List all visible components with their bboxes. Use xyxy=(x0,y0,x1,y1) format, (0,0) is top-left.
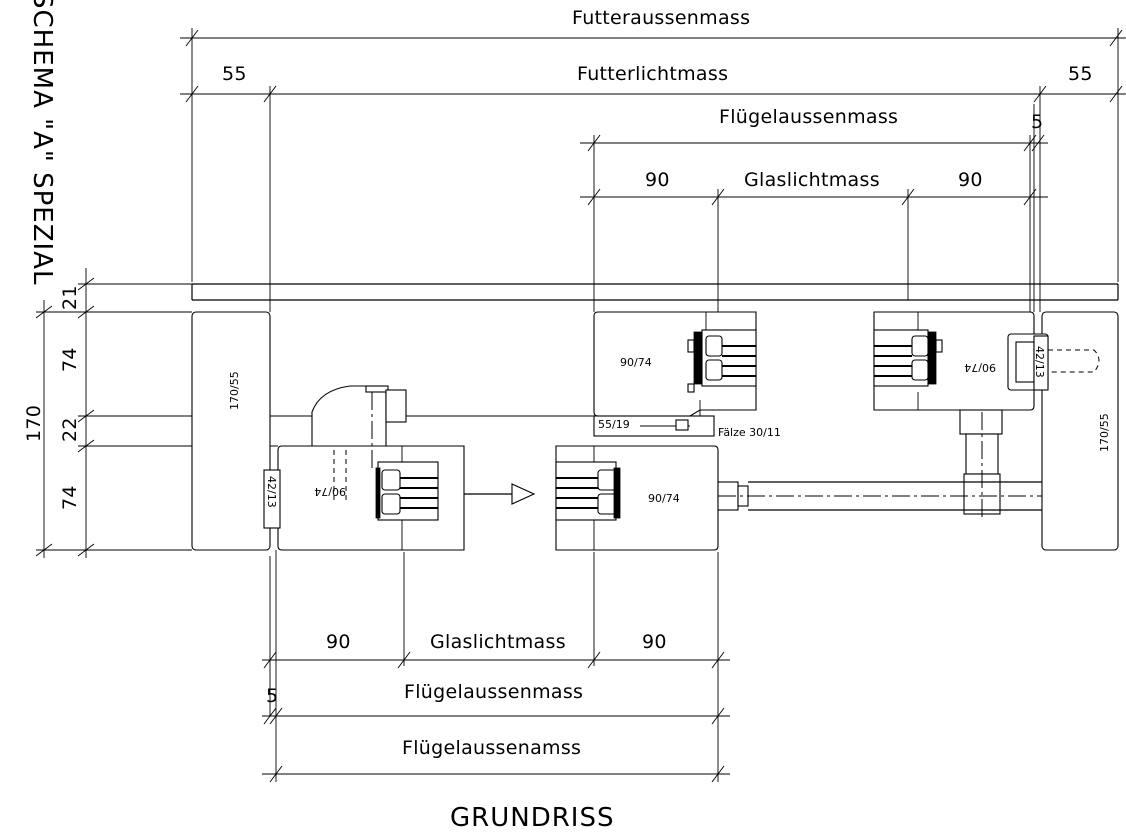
slide-direction-arrow-icon xyxy=(464,483,536,505)
label-sash-bottom-mid: 90/74 xyxy=(648,492,680,505)
dim-bottom-right-90: 90 xyxy=(642,631,667,653)
dim-74-top: 74 xyxy=(59,347,81,372)
dim-right-55: 55 xyxy=(1068,63,1093,85)
sash-bottom-mid xyxy=(555,445,1042,551)
dim-22: 22 xyxy=(59,417,81,442)
bottom-dimension-lines xyxy=(262,550,730,783)
dim-glaslichtmass-bottom: Glaslichtmass xyxy=(430,631,566,653)
sash-top-right xyxy=(873,311,1100,520)
dim-left-55: 55 xyxy=(222,63,247,85)
label-sash-top: 90/74 xyxy=(620,356,652,369)
dim-fluegelaussenmass-bottom: Flügelaussenmass xyxy=(404,681,583,703)
side-title: SCHEMA "A" SPEZIAL xyxy=(27,0,57,285)
frame-post-left xyxy=(191,311,271,551)
dim-top-right-90: 90 xyxy=(958,169,983,191)
sash-top-left xyxy=(593,311,757,417)
dim-glaslichtmass-top: Glaslichtmass xyxy=(744,169,880,191)
dim-170: 170 xyxy=(23,405,45,442)
dim-gap-5-top: 5 xyxy=(1031,111,1043,133)
dim-futterlichtmass: Futterlichtmass xyxy=(577,63,728,85)
dim-top-left-90: 90 xyxy=(645,169,670,191)
dim-74-bottom: 74 xyxy=(59,485,81,510)
top-dimension-lines xyxy=(180,28,1126,312)
label-frame-left: 170/55 xyxy=(228,371,241,410)
dim-bottom-left-90: 90 xyxy=(326,631,351,653)
bottom-title: GRUNDRISS xyxy=(450,803,614,833)
label-sash-top-right: 90/74 xyxy=(964,361,996,374)
label-rebate: 55/19 xyxy=(598,418,630,431)
dim-fluegelaussenmass-top: Flügelaussenmass xyxy=(719,106,898,128)
label-sash-bottom-left: 90/74 xyxy=(314,485,346,498)
label-faelze: Fälze 30/11 xyxy=(718,426,781,439)
label-fitting-left: 42/13 xyxy=(265,476,278,508)
label-fitting-right: 42/13 xyxy=(1033,346,1046,378)
sash-bottom-left xyxy=(263,385,465,551)
dim-21: 21 xyxy=(59,285,81,310)
dim-gap-5-bottom: 5 xyxy=(266,685,278,707)
label-frame-right: 170/55 xyxy=(1098,413,1111,452)
dim-futteraussenmass: Futteraussenmass xyxy=(572,7,750,29)
dim-fluegelaussenamss: Flügelaussenamss xyxy=(402,737,581,759)
rebate-detail xyxy=(593,415,715,437)
